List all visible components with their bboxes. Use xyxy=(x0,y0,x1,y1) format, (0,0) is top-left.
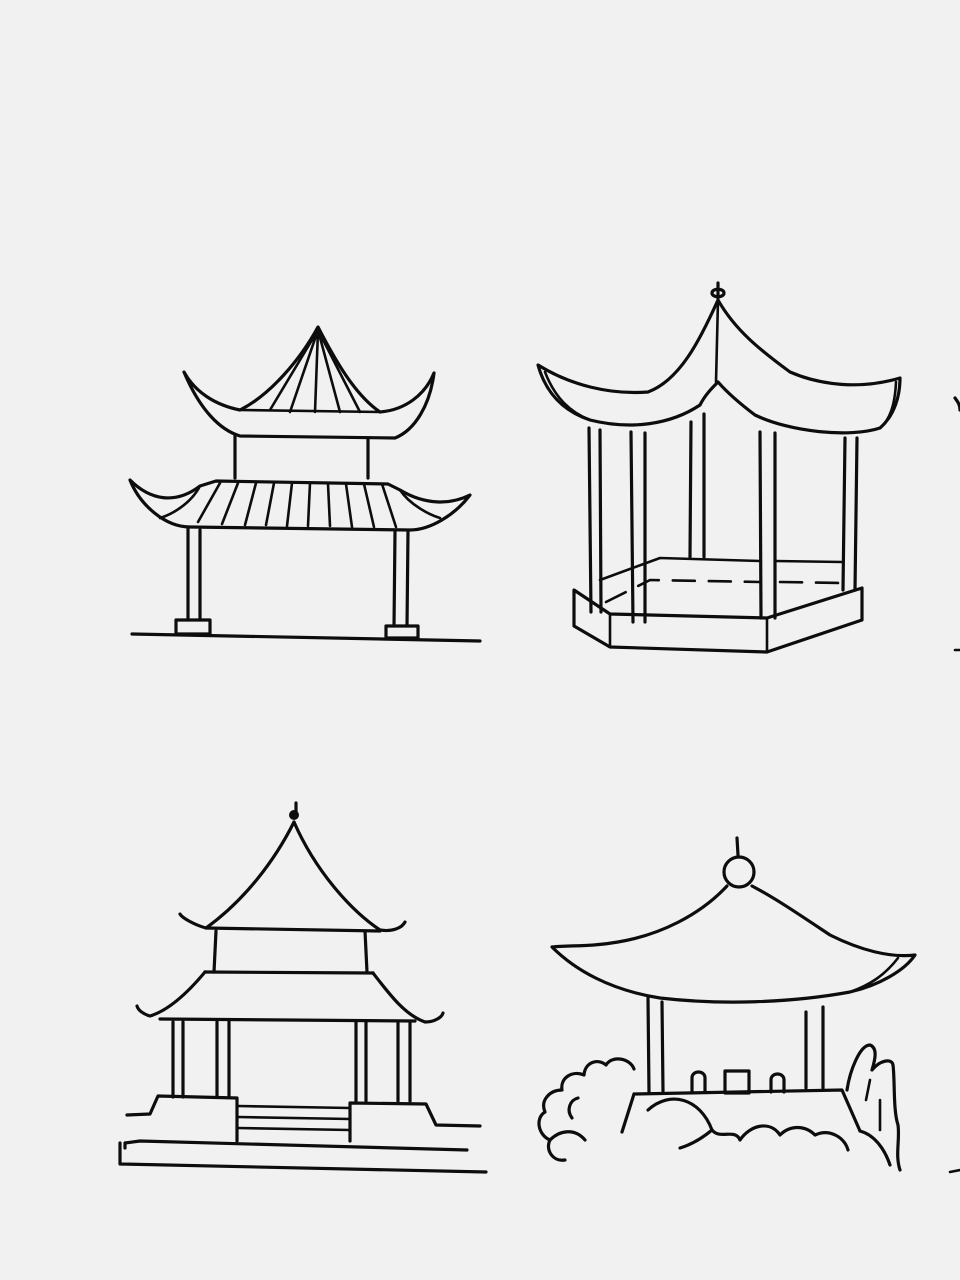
two-tier-hall-pavilion xyxy=(118,801,488,1174)
double-eave-gate-pavilion xyxy=(128,325,482,643)
rock-garden-pavilion xyxy=(537,836,917,1172)
hexagonal-pavilion xyxy=(536,281,902,654)
edge-fragments xyxy=(948,396,960,1174)
